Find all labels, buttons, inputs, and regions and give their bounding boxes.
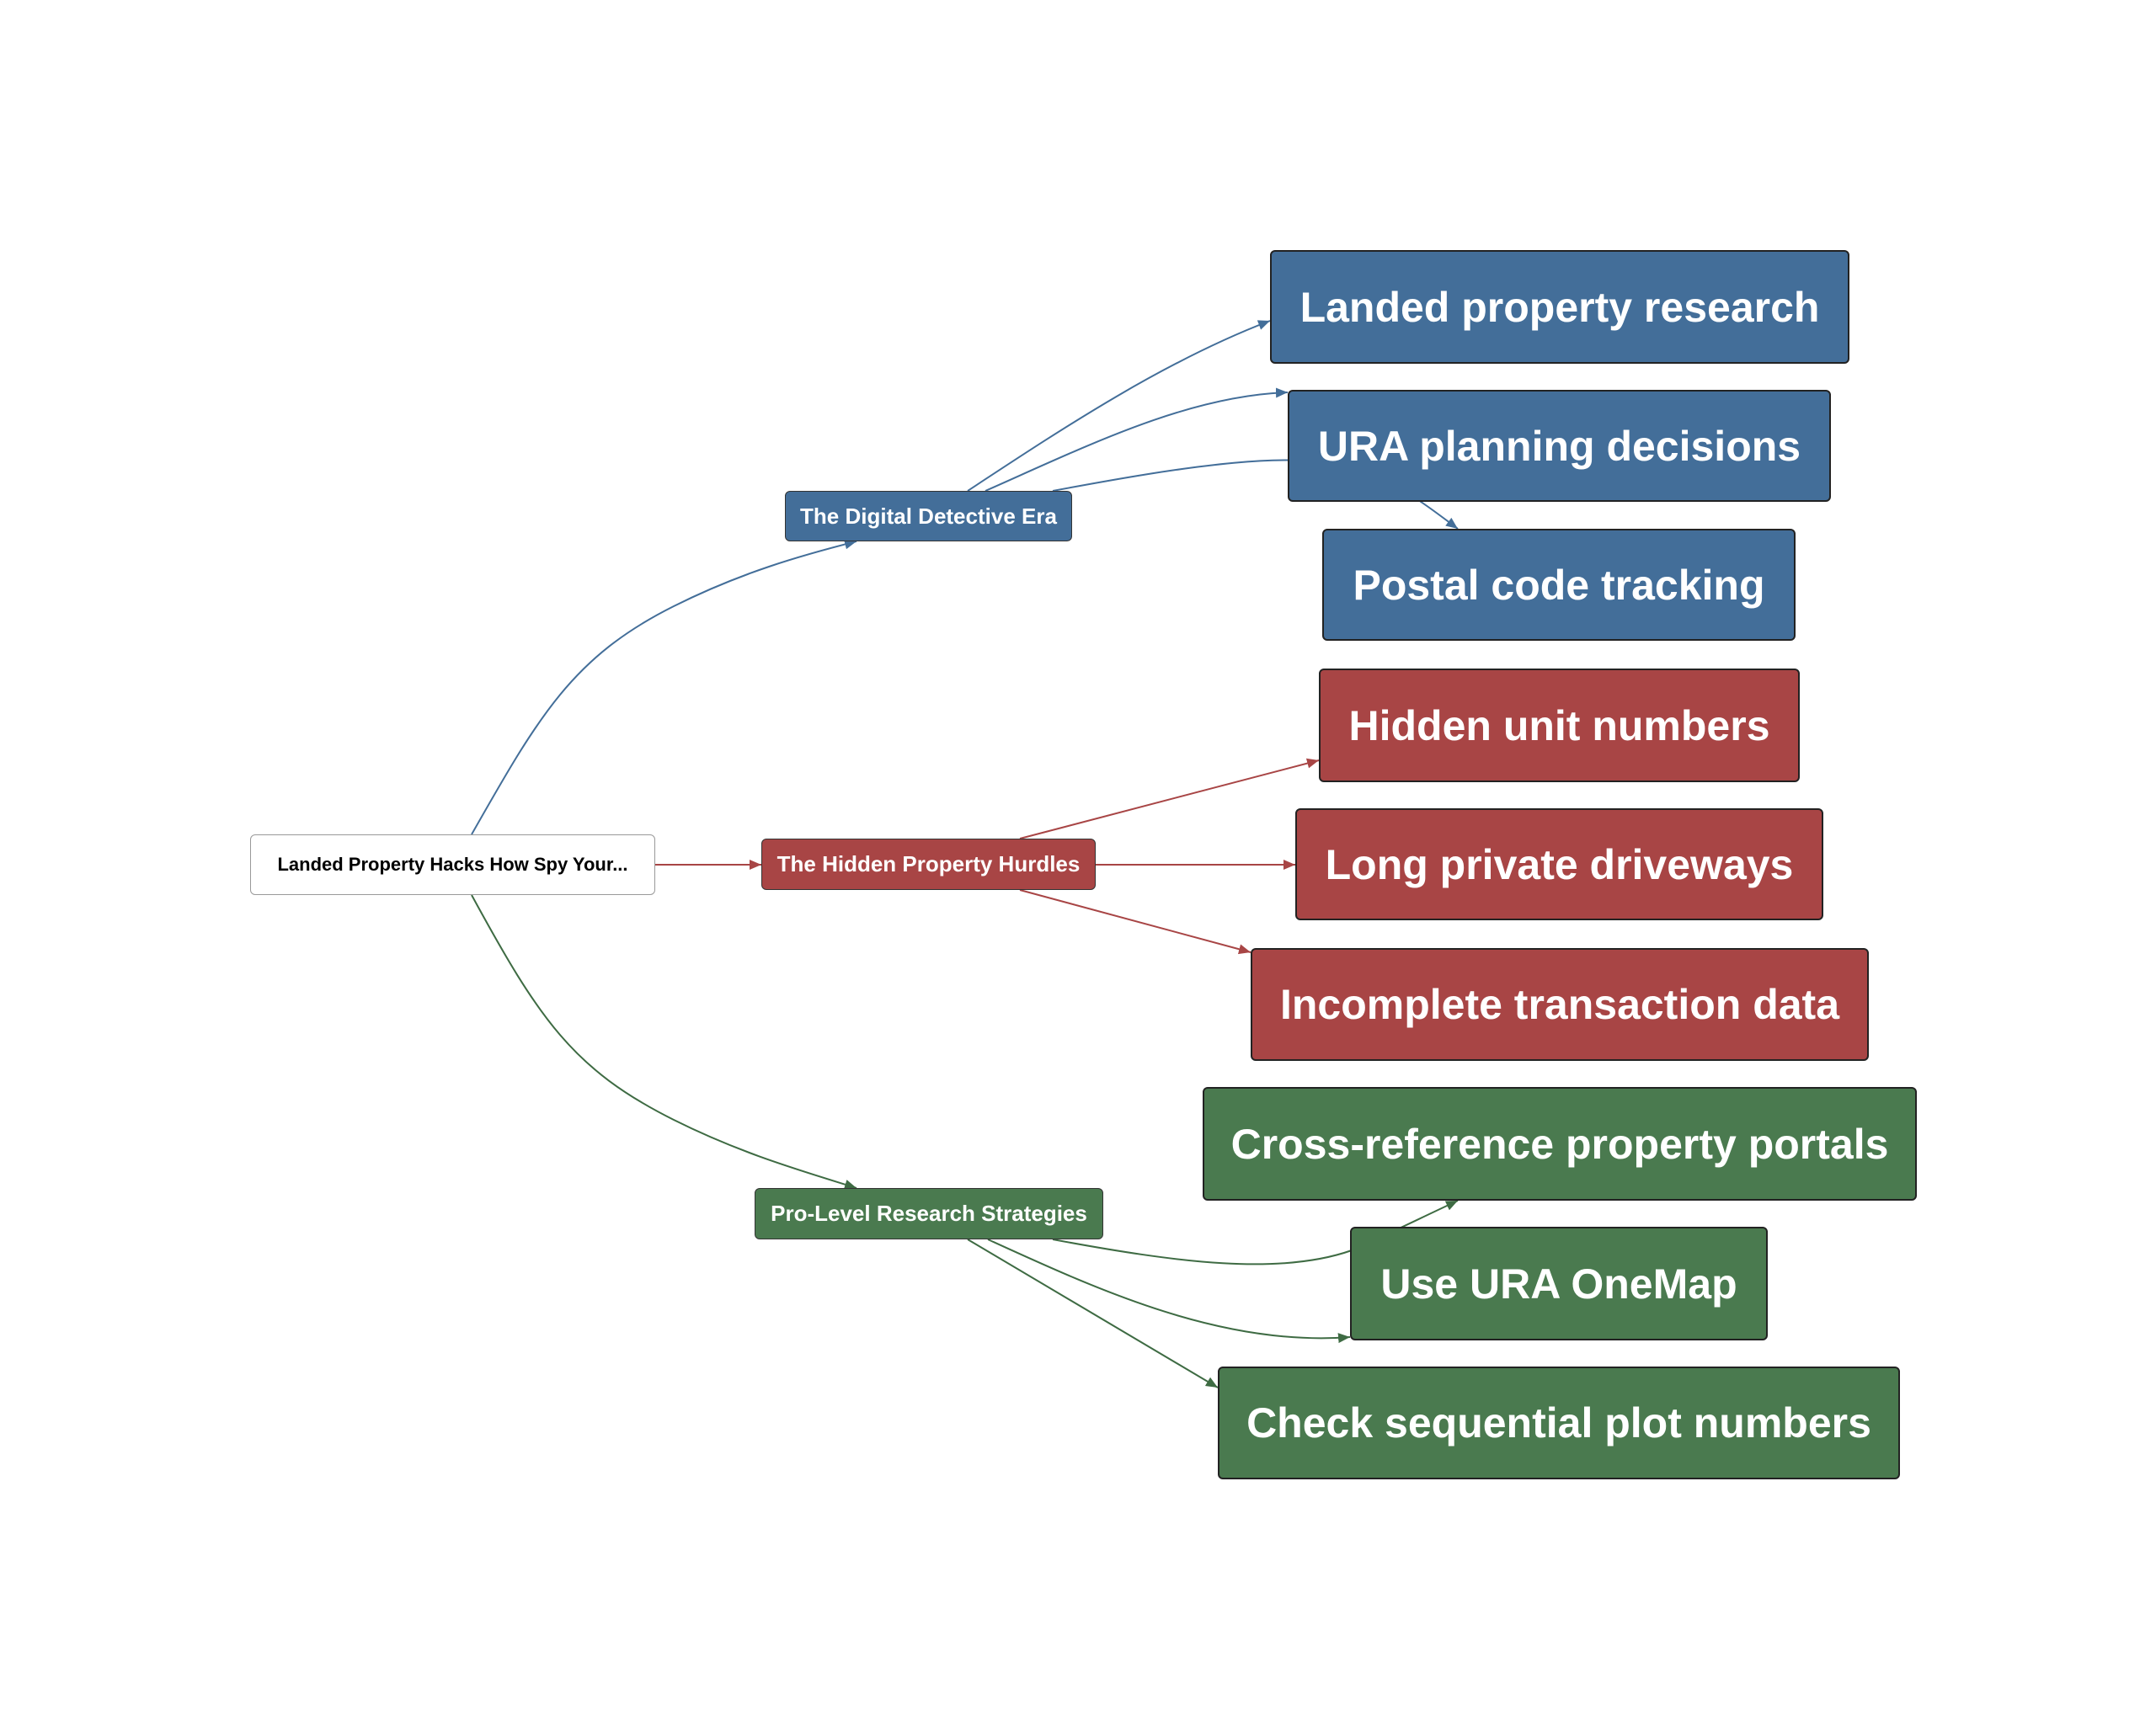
leaf-label: URA planning decisions [1317,422,1801,470]
leaf-ura-planning[interactable]: URA planning decisions [1288,390,1831,502]
leaf-postal-code[interactable]: Postal code tracking [1322,529,1796,641]
leaf-label: Cross-reference property portals [1230,1120,1889,1168]
edge-hidden-l6 [1019,889,1251,955]
root-node[interactable]: Landed Property Hacks How Spy Your... [250,834,655,895]
edge-root-digital [471,539,857,835]
branch-label: The Digital Detective Era [800,503,1057,529]
leaf-hidden-unit-numbers[interactable]: Hidden unit numbers [1319,669,1800,782]
leaf-cross-reference[interactable]: Cross-reference property portals [1203,1087,1917,1201]
root-label: Landed Property Hacks How Spy Your... [277,854,628,875]
edge-digital-l2 [985,387,1289,492]
leaf-ura-onemap[interactable]: Use URA OneMap [1350,1227,1768,1340]
leaf-incomplete-transaction[interactable]: Incomplete transaction data [1251,948,1869,1061]
edge-hidden-l4 [1019,758,1320,839]
edge-pro-l9 [967,1239,1219,1388]
leaf-label: Incomplete transaction data [1279,981,1840,1028]
leaf-label: Use URA OneMap [1380,1260,1737,1308]
branch-hidden-hurdles[interactable]: The Hidden Property Hurdles [761,839,1096,890]
leaf-label: Long private driveways [1325,840,1794,888]
leaf-private-driveways[interactable]: Long private driveways [1295,808,1823,920]
branch-digital-detective[interactable]: The Digital Detective Era [785,491,1072,541]
edge-root-pro [471,894,857,1190]
edge-digital-l1 [967,320,1271,492]
leaf-label: Postal code tracking [1353,561,1765,609]
leaf-label: Check sequential plot numbers [1246,1399,1871,1447]
branch-label: The Hidden Property Hurdles [776,851,1081,876]
edge-pro-l7 [1052,1200,1459,1265]
leaf-label: Landed property research [1299,283,1820,331]
edge-pro-l8 [987,1239,1351,1344]
leaf-sequential-plot[interactable]: Check sequential plot numbers [1218,1367,1900,1479]
leaf-label: Hidden unit numbers [1348,701,1770,749]
branch-label: Pro-Level Research Strategies [771,1201,1087,1226]
branch-pro-strategies[interactable]: Pro-Level Research Strategies [755,1188,1103,1239]
leaf-landed-property-research[interactable]: Landed property research [1270,250,1849,364]
